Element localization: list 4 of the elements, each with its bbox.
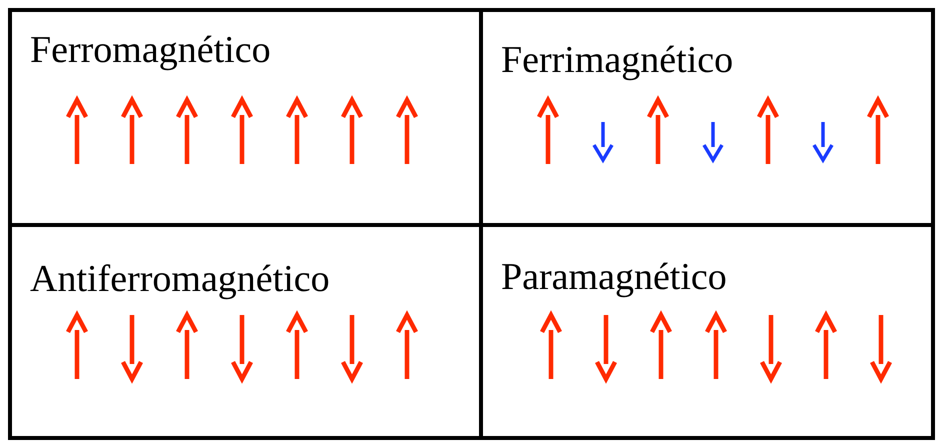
cell-heading: Antiferromagnético [30, 259, 330, 301]
cell-heading: Ferrimagnético [501, 40, 734, 82]
cell-heading: Paramagnético [501, 257, 727, 299]
cell-heading: Ferromagnético [30, 30, 271, 72]
